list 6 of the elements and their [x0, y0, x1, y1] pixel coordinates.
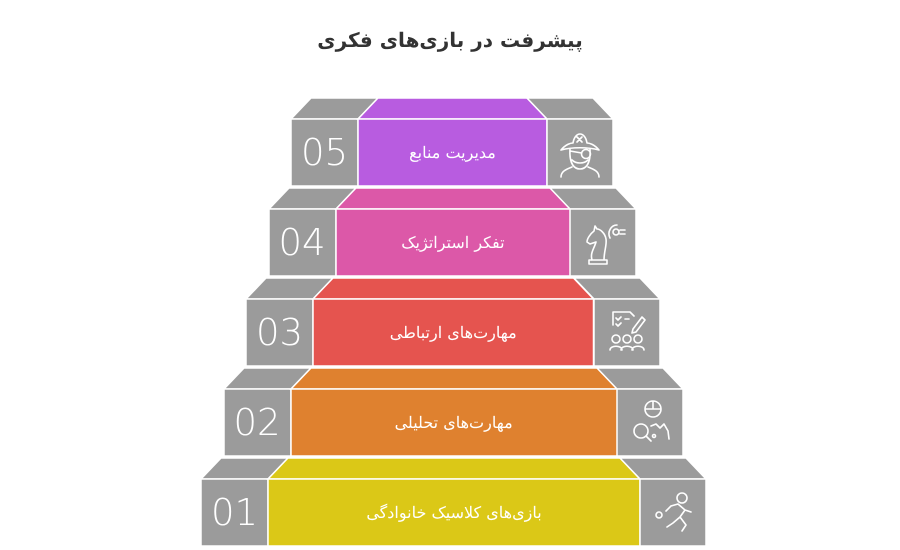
icon-block [574, 278, 660, 366]
icon-block [527, 98, 613, 186]
icon-block [620, 458, 706, 546]
icon-block [596, 368, 683, 456]
icon-block [550, 188, 636, 276]
title: پیشرفت در بازی‌های فکری [317, 27, 583, 53]
